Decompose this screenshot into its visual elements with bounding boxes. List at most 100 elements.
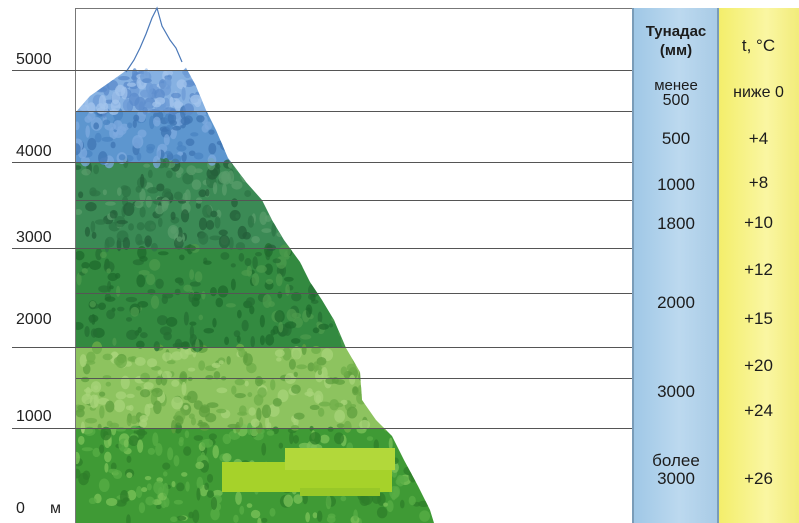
vegetation-dot [428, 306, 433, 313]
vegetation-dot [286, 308, 297, 322]
vegetation-dot [165, 150, 172, 155]
vegetation-dot [423, 80, 434, 94]
vegetation-dot [182, 172, 194, 185]
vegetation-dot [116, 220, 128, 225]
vegetation-dot [161, 200, 169, 209]
vegetation-dot [261, 404, 272, 419]
precip-cell: 3000 [657, 382, 695, 401]
vegetation-dot [94, 132, 102, 143]
vegetation-dot [201, 82, 209, 91]
vegetation-dot [416, 191, 427, 197]
vegetation-dot [198, 232, 209, 245]
vegetation-dot [190, 132, 199, 137]
vegetation-dot [351, 386, 359, 396]
vegetation-dot [175, 172, 182, 178]
vegetation-dot [176, 482, 185, 492]
vegetation-dot [401, 87, 414, 100]
vegetation-dot [412, 451, 424, 463]
vegetation-dot [215, 163, 221, 170]
vegetation-dot [336, 423, 345, 429]
vegetation-dot [240, 80, 252, 89]
vegetation-dot [78, 191, 84, 199]
vegetation-dot [206, 490, 215, 498]
vegetation-dot [260, 74, 270, 79]
vegetation-dot [282, 347, 292, 361]
vegetation-dot [271, 222, 277, 237]
vegetation-dot [302, 117, 307, 126]
vegetation-dot [106, 268, 111, 274]
vegetation-dot [147, 447, 156, 455]
vegetation-dot [211, 75, 217, 83]
vegetation-dot [390, 95, 403, 104]
vegetation-dot [281, 90, 290, 101]
vegetation-dot [366, 436, 374, 441]
vegetation-dot [204, 482, 209, 491]
vegetation-dot [208, 143, 217, 155]
vegetation-dot [139, 414, 149, 423]
precipitation-column [633, 8, 717, 523]
vegetation-dot [212, 182, 218, 195]
vegetation-dot [84, 93, 89, 108]
vegetation-dot [261, 442, 267, 456]
vegetation-dot [126, 472, 133, 479]
vegetation-dot [105, 400, 115, 413]
vegetation-dot [173, 499, 184, 505]
vegetation-dot [303, 111, 313, 124]
vegetation-dot [206, 167, 219, 180]
vegetation-dot [379, 93, 387, 103]
vegetation-dot [284, 276, 294, 282]
vegetation-dot [415, 80, 424, 91]
vegetation-dot [100, 251, 107, 259]
vegetation-dot [77, 405, 85, 411]
vegetation-dot [321, 89, 327, 101]
vegetation-dot [126, 329, 138, 341]
vegetation-dot [317, 91, 322, 96]
vegetation-dot [281, 82, 287, 88]
vegetation-dot [135, 386, 142, 391]
precip-cell: менее 500 [634, 78, 718, 109]
vegetation-dot [143, 163, 151, 168]
vegetation-dot [139, 188, 146, 203]
gridline-2000 [12, 347, 633, 348]
gridline-3000 [12, 248, 633, 249]
vegetation-dot [125, 405, 132, 411]
vegetation-dot [266, 430, 275, 436]
vegetation-dot [208, 433, 217, 440]
vegetation-dot [367, 66, 375, 79]
vegetation-dot [145, 82, 154, 95]
vegetation-dot [423, 87, 434, 99]
vegetation-dot [285, 283, 290, 296]
vegetation-dot [218, 116, 226, 122]
vegetation-dot [266, 422, 272, 430]
vegetation-dot [108, 70, 118, 79]
vegetation-dot [277, 389, 289, 403]
vegetation-dot [421, 86, 429, 98]
vegetation-dot [193, 152, 204, 160]
vegetation-dot [250, 104, 260, 115]
vegetation-dot [85, 417, 98, 424]
vegetation-dot [206, 402, 219, 409]
gridline-4000 [12, 162, 633, 163]
vegetation-dot [114, 272, 121, 279]
vegetation-dot [215, 209, 222, 219]
vegetation-dot [210, 496, 218, 510]
vegetation-dot [248, 407, 256, 416]
vegetation-dot [90, 328, 98, 338]
vegetation-dot [192, 509, 200, 523]
vegetation-dot [346, 406, 358, 419]
vegetation-dot [76, 143, 81, 156]
vegetation-dot [188, 292, 195, 303]
vegetation-dot [80, 80, 88, 90]
vegetation-dot [230, 278, 236, 291]
vegetation-dot [126, 489, 137, 501]
vegetation-dot [184, 430, 190, 439]
vegetation-dot [365, 99, 377, 110]
vegetation-dot [311, 346, 321, 355]
vegetation-dot [404, 118, 409, 128]
vegetation-dot [347, 112, 356, 121]
vegetation-dot [427, 463, 434, 474]
vegetation-dot [249, 305, 255, 315]
vegetation-dot [205, 188, 210, 197]
vegetation-dot [329, 399, 340, 411]
vegetation-dot [125, 296, 138, 303]
